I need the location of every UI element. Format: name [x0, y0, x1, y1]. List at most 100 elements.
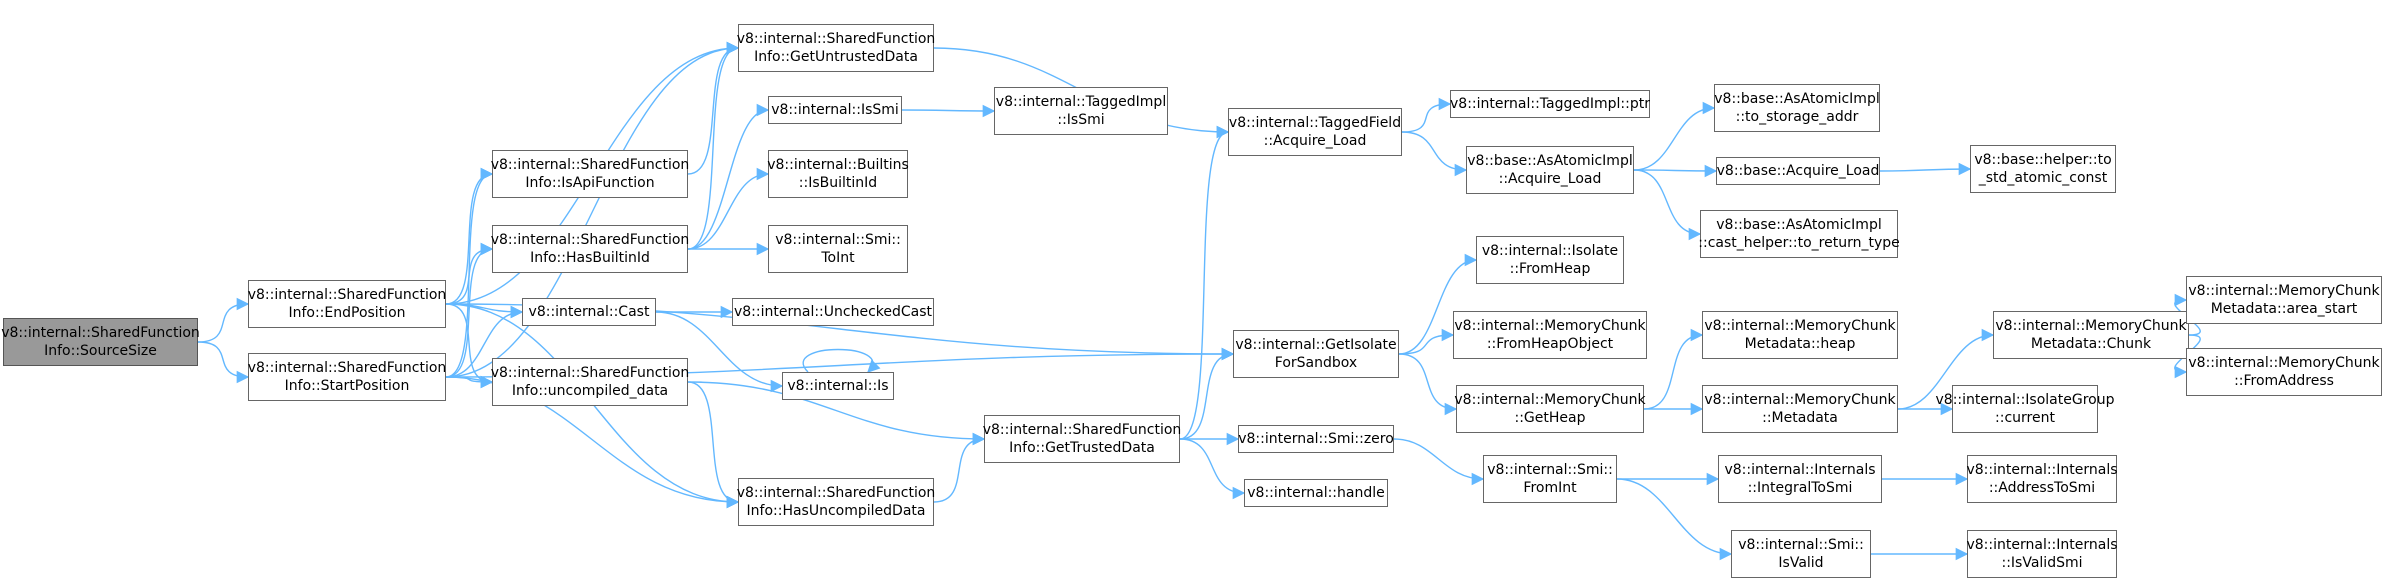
node-integraltosmi[interactable]: v8::internal::Internals::IntegralToSmi	[1718, 455, 1882, 503]
edge-taggedfield-to-atomicacq	[1401, 131, 1468, 177]
node-label-line: ::FromHeapObject	[1486, 336, 1614, 352]
edge-getisolate-to-isolatefromheap	[1398, 253, 1478, 355]
node-isvalidsmi[interactable]: v8::internal::Internals::IsValidSmi	[1966, 530, 2118, 578]
node-label-line: Info::uncompiled_data	[511, 383, 669, 399]
node-label-line: Info::EndPosition	[288, 305, 406, 321]
node-label-line: ::cast_helper::to_return_type	[1698, 235, 1900, 251]
node-tostorage[interactable]: v8::base::AsAtomicImpl::to_storage_addr	[1714, 84, 1880, 132]
edge-atomicacq-to-baseacq	[1633, 164, 1718, 178]
node-smifromint[interactable]: v8::internal::Smi::FromInt	[1483, 455, 1617, 503]
node-is[interactable]: v8::internal::Is	[782, 372, 894, 400]
node-label-line: ::GetHeap	[1514, 410, 1586, 426]
node-label-line: v8::internal::SharedFunction	[1, 325, 200, 341]
node-label-line: ::Metadata	[1762, 410, 1838, 426]
node-isolatefromheap[interactable]: v8::internal::Isolate::FromHeap	[1476, 236, 1624, 284]
node-label-line: v8::internal::Smi::	[1487, 462, 1613, 478]
node-casthelper[interactable]: v8::base::AsAtomicImpl::cast_helper::to_…	[1698, 210, 1900, 258]
node-mcgetheap[interactable]: v8::internal::MemoryChunk::GetHeap	[1454, 385, 1646, 433]
edge-is-to-is	[802, 348, 881, 373]
node-label-line: ToInt	[821, 250, 855, 266]
node-fromaddress[interactable]: v8::internal::MemoryChunk::FromAddress	[2186, 348, 2382, 396]
node-label-line: IsValid	[1778, 555, 1824, 571]
node-label-line: v8::internal::TaggedField	[1228, 115, 1402, 131]
edge-mcgetheap-to-mcmetaheap	[1643, 328, 1704, 410]
node-taggedfield[interactable]: v8::internal::TaggedField::Acquire_Load	[1228, 108, 1402, 156]
node-taggedissmi[interactable]: v8::internal::TaggedImpl::IsSmi	[994, 87, 1168, 135]
node-smizero[interactable]: v8::internal::Smi::zero	[1238, 425, 1394, 453]
node-uncheckedcast[interactable]: v8::internal::UncheckedCast	[732, 298, 934, 326]
node-cast[interactable]: v8::internal::Cast	[522, 298, 656, 326]
edge-baseacq-to-tostdatomic	[1879, 162, 1972, 176]
node-label-line: ::IsSmi	[1057, 112, 1105, 128]
node-label-line: v8::base::AsAtomicImpl	[1467, 153, 1633, 169]
edge-smifromint-to-smiisvalid	[1616, 478, 1733, 561]
node-isolategroup[interactable]: v8::internal::IsolateGroup::current	[1936, 385, 2114, 433]
node-label-line: _std_atomic_const	[1978, 170, 2108, 186]
edge-hasbuiltin-to-getuntrusted	[687, 41, 740, 250]
node-label-line: v8::internal::Smi::	[1738, 537, 1864, 553]
node-label-line: v8::base::helper::to	[1974, 152, 2112, 168]
node-label-line: v8::internal::IsolateGroup	[1935, 392, 2115, 408]
node-smiisvalid[interactable]: v8::internal::Smi::IsValid	[1731, 530, 1871, 578]
edge-mcmetadata-to-mcmetachunk	[1897, 328, 1995, 410]
node-label-line: ForSandbox	[1274, 355, 1358, 371]
node-label-line: v8::internal::MemoryChunk	[1704, 392, 1896, 408]
edge-root-to-endpos	[197, 297, 250, 343]
node-mcmetadata[interactable]: v8::internal::MemoryChunk::Metadata	[1702, 385, 1898, 433]
edge-uncompiled-to-gettrusted	[687, 381, 986, 446]
edge-atomicacq-to-casthelper	[1633, 169, 1702, 241]
node-label-line: v8::internal::MemoryChunk	[1704, 318, 1896, 334]
node-taggedptr[interactable]: v8::internal::TaggedImpl::ptr	[1450, 90, 1650, 118]
edge-getisolate-to-mcgetheap	[1398, 353, 1458, 416]
node-label-line: Info::GetTrustedData	[1009, 440, 1155, 456]
node-label-line: v8::internal::MemoryChunk	[2188, 355, 2380, 371]
node-isbuiltinid[interactable]: v8::internal::Builtins::IsBuiltinId	[767, 150, 909, 198]
node-label-line: Info::HasBuiltinId	[530, 250, 650, 266]
node-label-line: ::Acquire_Load	[1263, 133, 1367, 149]
node-label-line: v8::internal::Internals	[1724, 462, 1876, 478]
node-smitoint[interactable]: v8::internal::Smi::ToInt	[768, 225, 908, 273]
edge-gettrusted-to-taggedfield	[1179, 125, 1230, 440]
node-label-line: v8::internal::Internals	[1966, 537, 2118, 553]
edge-smizero-to-smifromint	[1393, 438, 1485, 486]
node-label-line: ::FromHeap	[1509, 261, 1591, 277]
node-addresstosmi[interactable]: v8::internal::Internals::AddressToSmi	[1966, 455, 2118, 503]
edge-endpos-to-isapi	[445, 167, 494, 305]
edge-taggedfield-to-taggedptr	[1401, 97, 1452, 133]
edge-hasbuiltin-to-isbuiltinid	[687, 167, 770, 250]
node-label-line: v8::internal::TaggedImpl	[995, 94, 1167, 110]
edge-startpos-to-getuntrusted	[445, 41, 740, 378]
node-issmi[interactable]: v8::internal::IsSmi	[768, 96, 902, 124]
node-label-line: v8::base::AsAtomicImpl	[1714, 91, 1880, 107]
node-atomicacq[interactable]: v8::base::AsAtomicImpl::Acquire_Load	[1466, 146, 1634, 194]
edge-startpos-to-isapi	[445, 167, 494, 378]
node-label-line: v8::internal::Builtins	[767, 157, 909, 173]
node-tostdatomic[interactable]: v8::base::helper::to_std_atomic_const	[1970, 145, 2116, 193]
edge-hasuncompiled-to-gettrusted	[933, 432, 986, 503]
node-label-line: v8::internal::TaggedImpl::ptr	[1450, 96, 1650, 112]
node-label-line: v8::internal::SharedFunction	[736, 485, 936, 501]
node-mcfromheapobj[interactable]: v8::internal::MemoryChunk::FromHeapObjec…	[1453, 311, 1647, 359]
edge-root-to-startpos	[197, 341, 250, 384]
node-handle[interactable]: v8::internal::handle	[1244, 479, 1388, 507]
node-label-line: v8::internal::SharedFunction	[736, 31, 936, 47]
node-baseacq[interactable]: v8::base::Acquire_Load	[1716, 157, 1880, 185]
edge-getisolate-to-mcfromheapobj	[1398, 328, 1455, 355]
edge-cast-to-is	[655, 311, 784, 393]
node-label-line: ::IsValidSmi	[2001, 555, 2083, 571]
